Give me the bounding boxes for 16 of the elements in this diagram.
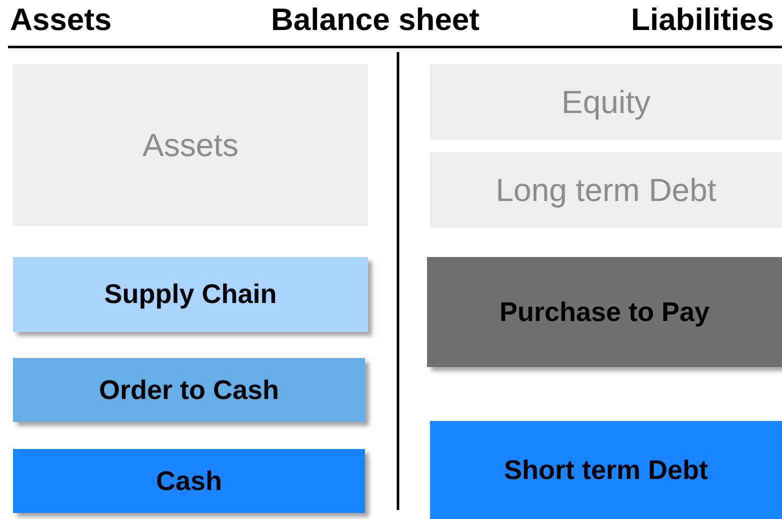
box-label: Long term Debt [496,172,716,208]
account-box [430,421,782,519]
account-box [427,257,782,367]
box-label: Short term Debt [504,454,708,486]
box-label: Purchase to Pay [499,296,710,328]
column-heading: Assets [10,2,112,38]
title: Balance sheet [271,2,480,38]
account-box [13,358,365,422]
column-heading: Liabilities [631,2,774,38]
account-box [13,449,365,513]
box-label: Supply Chain [104,279,277,310]
box-label: Assets [142,126,239,164]
box-label: Cash [156,466,222,496]
account-box [13,257,368,332]
box-label: Order to Cash [98,374,280,406]
box-label: Equity [562,84,650,120]
